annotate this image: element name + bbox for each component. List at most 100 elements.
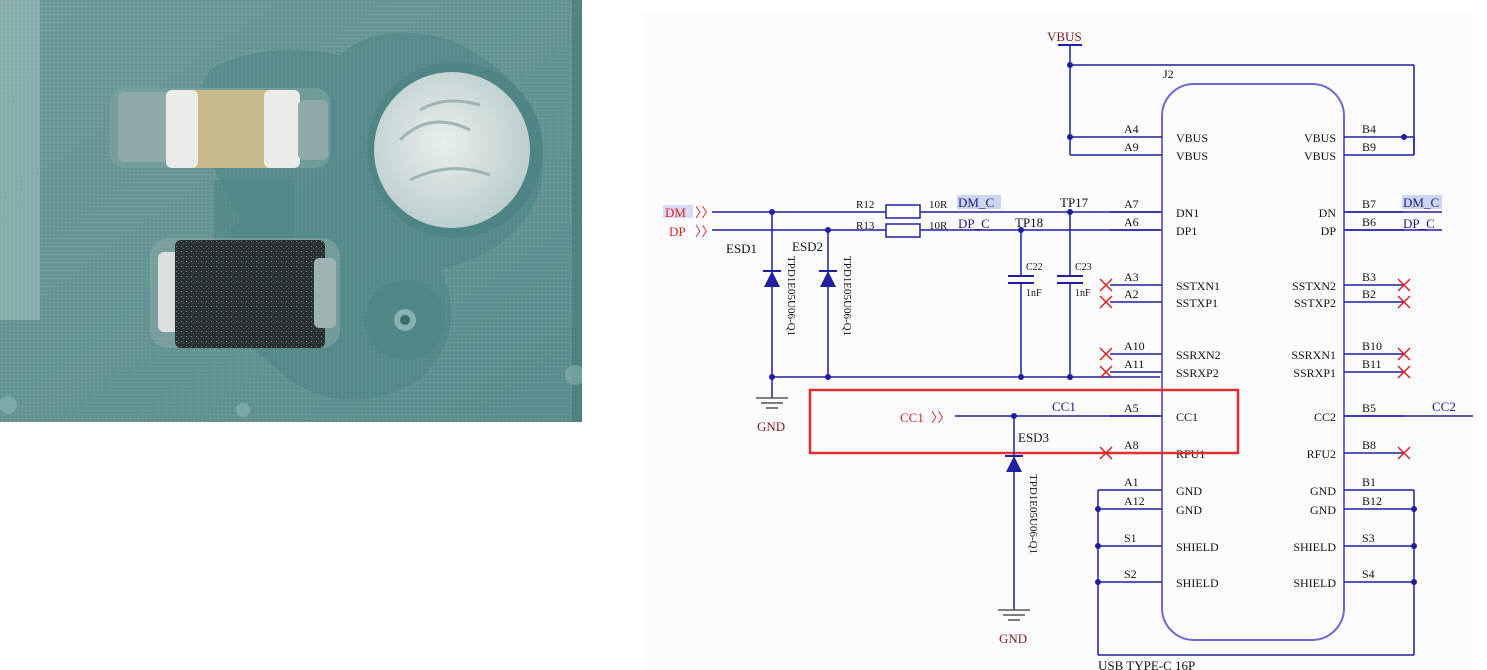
connector-body [1161,83,1345,641]
usb-c-schematic: VBUS J2 USB TYPE-C 16P A4VBUSA9VBUSA7DN1… [644,12,1473,670]
svg-text:DP: DP [669,224,686,239]
pin-number: B3 [1362,270,1376,284]
testpoint-tp18: TP18 [1015,215,1043,230]
pin-name: SSRXN1 [1291,348,1336,362]
resistor-r13: R13 10R [856,220,948,238]
pin-name: VBUS [1176,131,1208,145]
pin-number: A1 [1124,475,1139,489]
connector-pins-right: B4VBUSB9VBUSB7DNB6DPB3SSTXN2B2SSTXP2B10S… [1291,122,1415,590]
pin-number: S3 [1362,531,1375,545]
esd3-part: TPD1E05U06-Q1 [1027,474,1039,554]
pin-name: GND [1310,484,1336,498]
pcb-photo [0,0,582,422]
dp-port: DP 〉〉 [669,224,715,239]
pin-number: A9 [1124,140,1139,154]
pin-name: SHIELD [1176,540,1219,554]
pin-name: VBUS [1304,131,1336,145]
schematic-sheet [644,12,1473,670]
pin-name: CC2 [1314,410,1336,424]
pin-number: B9 [1362,140,1376,154]
pin-number: B6 [1362,215,1376,229]
pin-name: GND [1176,484,1202,498]
net-label-dp-c-left: DP_C [958,216,990,231]
pin-number: S4 [1362,567,1375,581]
esd1-ref: ESD1 [726,241,757,256]
pin-name: SSRXP1 [1293,366,1336,380]
pin-number: A10 [1124,339,1145,353]
gnd-symbol-bottom: GND [998,609,1030,646]
pin-name: GND [1176,503,1202,517]
pin-number: A8 [1124,438,1139,452]
dm-port: DM 〉〉 [663,205,715,220]
pin-number: A4 [1124,122,1139,136]
pin-number: B5 [1362,401,1376,415]
esd2-diode-icon [820,271,836,287]
cap-c22-val: 1nF [1026,288,1042,299]
esd1-diode-icon [764,271,780,287]
pin-name: SHIELD [1293,576,1336,590]
pin-name: SHIELD [1176,576,1219,590]
pin-number: A7 [1124,197,1139,211]
pin-number: B7 [1362,197,1376,211]
left-edge-highlight [0,0,40,320]
no-connect-marks [1099,278,1411,460]
pin-number: B4 [1362,122,1376,136]
svg-text:CC1: CC1 [900,410,924,425]
pin-number: B2 [1362,287,1376,301]
cc1-port: CC1 〉〉 [900,410,951,425]
pin-name: CC1 [1176,410,1198,424]
pin-name: SSTXP2 [1294,296,1336,310]
connector-part-label: USB TYPE-C 16P [1098,658,1195,670]
svg-text:GND: GND [757,419,785,434]
pin-number: B10 [1362,339,1382,353]
esd-diode-component [150,238,340,348]
pin-name: DP1 [1176,224,1197,238]
testpoint-tp17: TP17 [1060,195,1089,210]
svg-text:10R: 10R [929,220,948,232]
solder-pad [374,72,530,228]
pin-number: B1 [1362,475,1376,489]
esd3-diode-icon [1006,456,1022,472]
svg-text:DM: DM [665,205,686,220]
net-label-dm-c-right: DM_C [1403,195,1439,210]
connector-ref: J2 [1163,67,1174,81]
pin-name: SSRXN2 [1176,348,1221,362]
cap-c22-ref: C22 [1026,262,1043,273]
esd3-ref: ESD3 [1018,430,1049,445]
pin-number: S1 [1124,531,1137,545]
pin-name: VBUS [1304,149,1336,163]
pin-name: SSRXP2 [1176,366,1219,380]
pin-name: DN [1319,206,1337,220]
pin-number: A5 [1124,401,1139,415]
esd2-ref: ESD2 [792,239,823,254]
pin-name: SSTXP1 [1176,296,1218,310]
cap-c23-val: 1nF [1075,288,1091,299]
pin-name: SSTXN2 [1292,279,1336,293]
esd1-part: TPD1E05U06-Q1 [785,256,797,336]
pin-number: B11 [1362,357,1382,371]
pin-name: VBUS [1176,149,1208,163]
net-label-cc1: CC1 [1052,399,1076,414]
pin-number: A3 [1124,270,1139,284]
svg-text:10R: 10R [929,199,948,211]
pin-number: A11 [1124,357,1144,371]
svg-text:R13: R13 [856,220,875,232]
svg-text:GND: GND [999,631,1027,646]
gnd-symbol-top: GND [756,397,788,434]
